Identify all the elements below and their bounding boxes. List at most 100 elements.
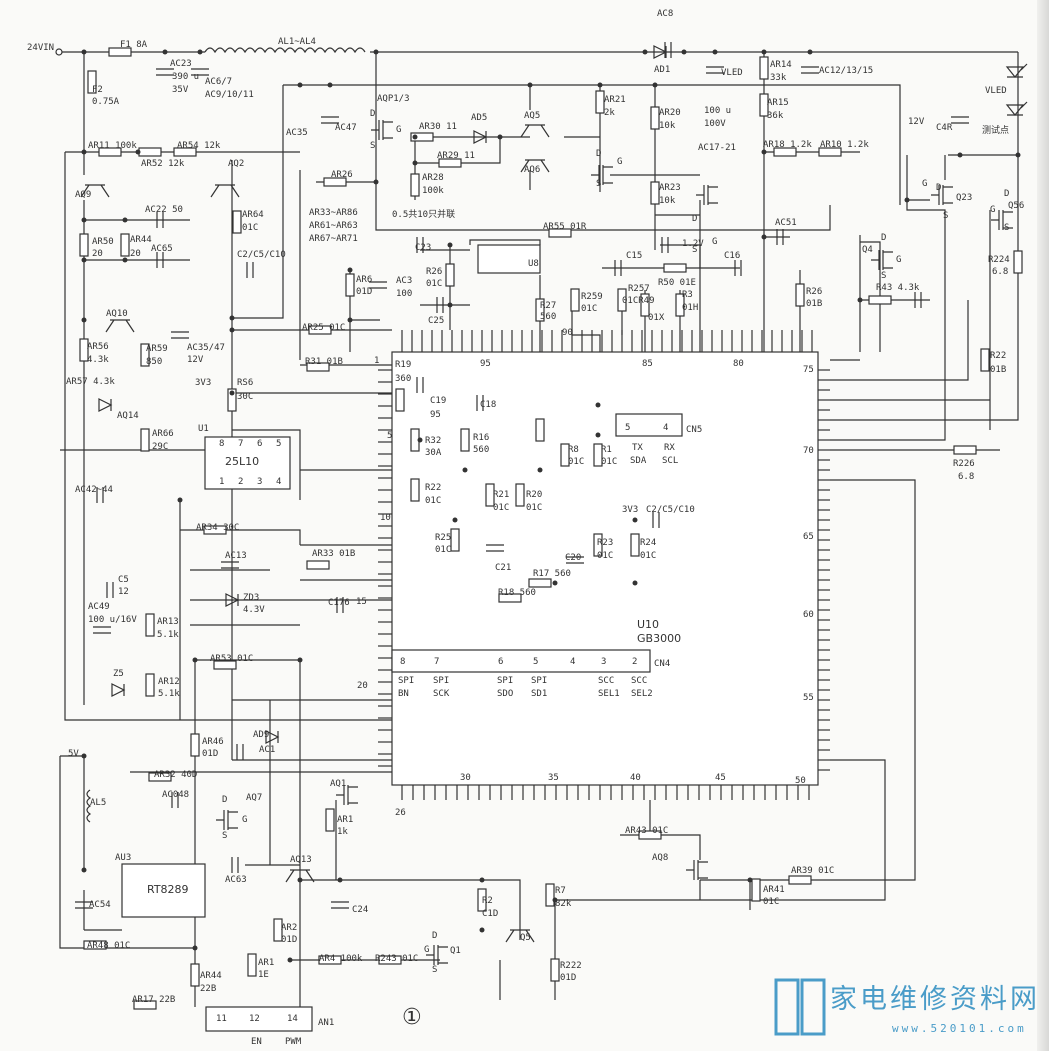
label-79: R259	[581, 292, 603, 302]
resistor	[345, 273, 355, 297]
label-39: AR21	[604, 95, 626, 105]
label-124: AR53 01C	[210, 654, 253, 664]
resistor	[759, 56, 769, 80]
junction-dot	[595, 402, 601, 408]
label-156: C24	[352, 905, 368, 915]
label-34: AR33~AR86	[309, 208, 358, 218]
capacitor	[486, 544, 504, 552]
label-19: 20	[130, 249, 141, 259]
capacitor	[914, 292, 922, 308]
label-96: R31 01B	[305, 357, 343, 367]
resistor	[550, 958, 560, 982]
junction-dot	[447, 302, 453, 308]
junction-dot	[81, 257, 87, 263]
resistor	[640, 293, 650, 317]
label-67: AR55 01R	[543, 222, 587, 232]
label-60: 测试点	[982, 124, 1009, 136]
label-66: AC51	[775, 218, 797, 228]
label-185: SPI	[398, 676, 414, 686]
capacitor	[734, 260, 742, 276]
resistor	[593, 443, 603, 467]
label-273: S	[596, 179, 601, 189]
resistor	[140, 343, 150, 367]
label-282: S	[1004, 223, 1009, 233]
capacitor	[476, 395, 484, 411]
capacitor	[369, 281, 387, 289]
junction-dot	[327, 82, 333, 88]
label-155: 1k	[337, 827, 348, 837]
junction-dot	[229, 315, 235, 321]
resistor	[560, 443, 570, 467]
resistor	[325, 808, 335, 832]
label-160: R7	[555, 886, 566, 896]
label-87: R43 4.3k	[876, 283, 920, 293]
label-175: R226	[953, 459, 975, 469]
resistor	[460, 428, 470, 452]
resistor	[83, 940, 107, 950]
u10-gb3000-chip	[391, 351, 819, 786]
junction-dot	[462, 467, 468, 473]
label-213: 01C	[493, 503, 509, 513]
diode-icon	[653, 45, 668, 59]
label-123: 5.1k	[157, 630, 179, 640]
label-110: 30C	[237, 392, 253, 402]
junction-dot	[761, 149, 767, 155]
label-63: Q56	[1008, 201, 1024, 211]
mosfet-icon	[426, 945, 448, 965]
label-45: AC8	[657, 9, 673, 19]
resistor	[593, 533, 603, 557]
resistor	[498, 593, 522, 603]
label-265: 4	[276, 477, 281, 487]
capacitor	[416, 237, 424, 253]
junction-dot	[347, 267, 353, 273]
label-14: AQ9	[75, 190, 91, 200]
label-89: 01D	[356, 287, 372, 297]
capacitor	[661, 237, 669, 253]
resistor	[868, 295, 892, 305]
label-165: EN	[251, 1037, 262, 1047]
resistor	[410, 173, 420, 197]
resistor	[190, 963, 200, 987]
resistor	[306, 362, 330, 372]
label-138: RT8289	[147, 883, 189, 896]
label-191: SPI	[531, 676, 547, 686]
label-3: 390 u	[172, 72, 199, 82]
label-65: 6.8	[992, 267, 1008, 277]
label-233: 75	[803, 365, 814, 375]
mosfet-icon	[931, 185, 953, 205]
junction-dot	[497, 134, 503, 140]
mosfet-icon	[686, 860, 708, 880]
junction-dot	[595, 432, 601, 438]
label-220: C21	[495, 563, 511, 573]
label-20: AC65	[151, 244, 173, 254]
label-134: AC048	[162, 790, 189, 800]
label-267: 12	[249, 1014, 260, 1024]
label-83: 90	[562, 328, 573, 338]
label-97: AQ10	[106, 309, 128, 319]
label-173: R22	[990, 351, 1006, 361]
label-146: AR2	[281, 923, 297, 933]
label-258: 8	[219, 439, 224, 449]
junction-dot	[297, 82, 303, 88]
label-224: R23	[597, 538, 613, 548]
junction-dot	[297, 877, 303, 883]
label-103: 12V	[187, 355, 204, 365]
resistor	[675, 293, 685, 317]
label-216: 3V3	[622, 505, 638, 515]
label-284: D	[881, 233, 886, 243]
label-113: AC42~44	[75, 485, 113, 495]
label-231: 85	[642, 359, 653, 369]
label-58: 12V	[908, 117, 925, 127]
label-167: ①	[402, 1005, 422, 1030]
label-116: ZD3	[243, 593, 259, 603]
junction-dot	[81, 217, 87, 223]
label-184: CN4	[654, 659, 670, 669]
label-190: SDO	[497, 689, 513, 699]
label-112: 25L10	[225, 455, 259, 468]
junction-dot	[761, 49, 767, 55]
resistor	[120, 233, 130, 257]
label-192: SD1	[531, 689, 547, 699]
resistor	[140, 428, 150, 452]
diode-icon	[265, 730, 280, 744]
label-26: AQP1/3	[377, 94, 410, 104]
